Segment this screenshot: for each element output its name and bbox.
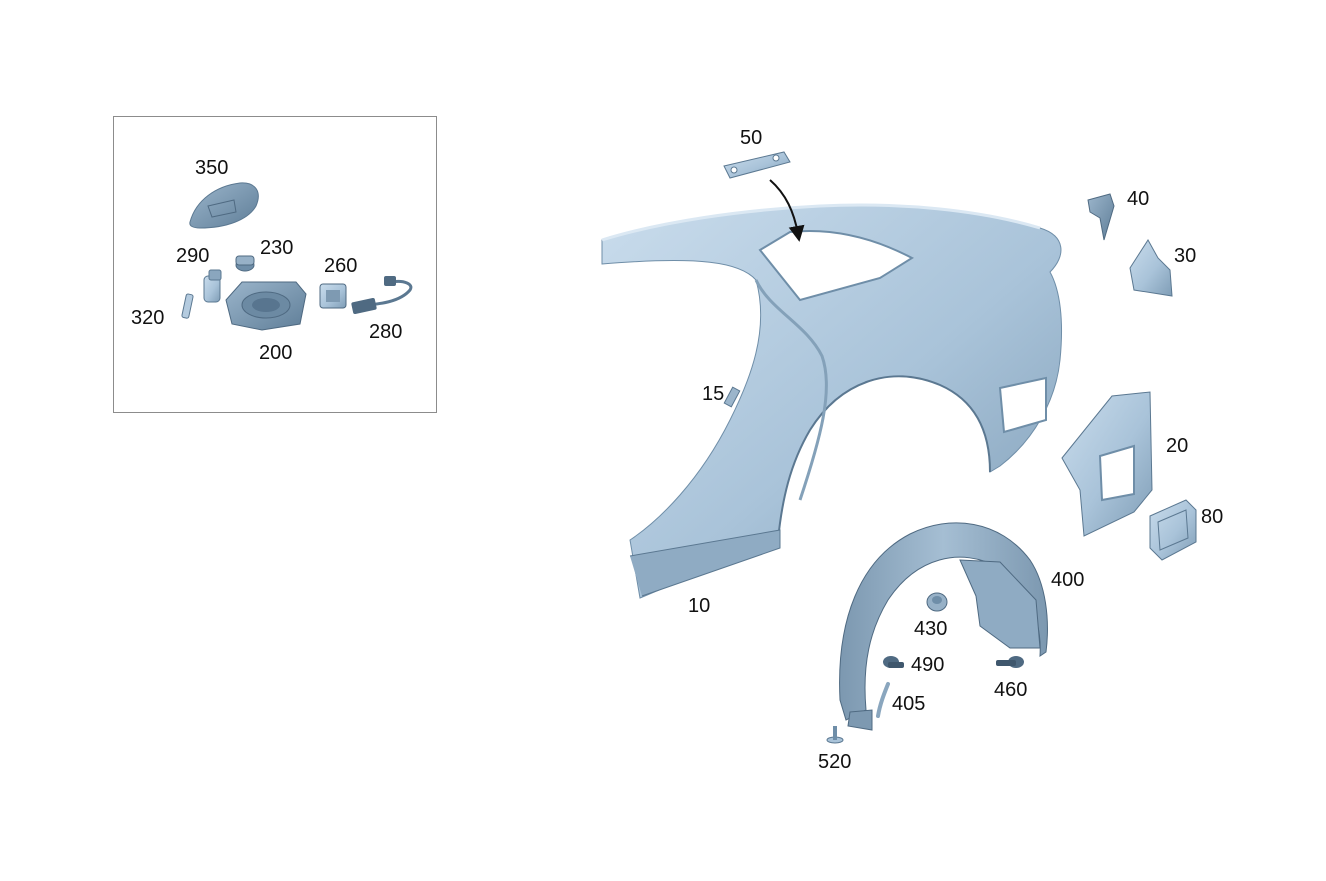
callout-40[interactable]: 40 <box>1127 188 1150 210</box>
callout-260[interactable]: 260 <box>324 255 358 277</box>
callout-490[interactable]: 490 <box>911 654 945 676</box>
callout-280[interactable]: 280 <box>369 321 403 343</box>
callout-320[interactable]: 320 <box>131 307 165 329</box>
wiring-harness-280[interactable] <box>351 276 413 314</box>
screw-520[interactable] <box>826 726 844 744</box>
bracket-30[interactable] <box>1129 239 1173 297</box>
seal-strip-405[interactable] <box>876 682 890 718</box>
callout-400[interactable]: 400 <box>1051 569 1085 591</box>
callout-520[interactable]: 520 <box>818 751 852 773</box>
rear-inner-cutout <box>998 376 1047 434</box>
wheel-arch-liner-400[interactable] <box>839 522 1048 731</box>
bracket-40[interactable] <box>1087 193 1115 241</box>
callout-20[interactable]: 20 <box>1166 435 1189 457</box>
motor-260[interactable] <box>319 283 347 309</box>
callout-430[interactable]: 430 <box>914 618 948 640</box>
actuator-290[interactable] <box>203 269 222 303</box>
pin-320[interactable] <box>181 293 194 319</box>
callout-10[interactable]: 10 <box>688 595 711 617</box>
inset-frame <box>113 116 437 413</box>
bracket-50[interactable] <box>723 151 791 179</box>
roof-rail-edge <box>601 203 1041 242</box>
sill-edge <box>629 529 781 597</box>
quarter-panel-10[interactable] <box>601 203 1062 599</box>
fastener-460[interactable] <box>996 656 1024 668</box>
callout-200[interactable]: 200 <box>259 342 293 364</box>
c-pillar-fold <box>754 279 828 501</box>
callout-30[interactable]: 30 <box>1174 245 1197 267</box>
callout-50[interactable]: 50 <box>740 127 763 149</box>
cap-230[interactable] <box>235 255 255 272</box>
clip-15[interactable] <box>723 386 741 408</box>
callout-15[interactable]: 15 <box>702 383 725 405</box>
callout-460[interactable]: 460 <box>994 679 1028 701</box>
assembly-arrow <box>769 179 805 242</box>
fuel-door-flap-350[interactable] <box>189 182 259 229</box>
callout-405[interactable]: 405 <box>892 693 926 715</box>
filler-housing-200[interactable] <box>225 281 307 331</box>
fuel-door-flap-350-detail <box>207 199 237 218</box>
nut-430[interactable] <box>926 592 948 612</box>
inner-panel-20[interactable] <box>1061 391 1153 537</box>
callout-350[interactable]: 350 <box>195 157 229 179</box>
inset-parts <box>181 182 413 331</box>
callout-230[interactable]: 230 <box>260 237 294 259</box>
fastener-490[interactable] <box>883 656 904 668</box>
cover-80[interactable] <box>1149 499 1197 561</box>
callout-80[interactable]: 80 <box>1201 506 1224 528</box>
callout-290[interactable]: 290 <box>176 245 210 267</box>
wheel-arch-edge <box>777 375 991 541</box>
